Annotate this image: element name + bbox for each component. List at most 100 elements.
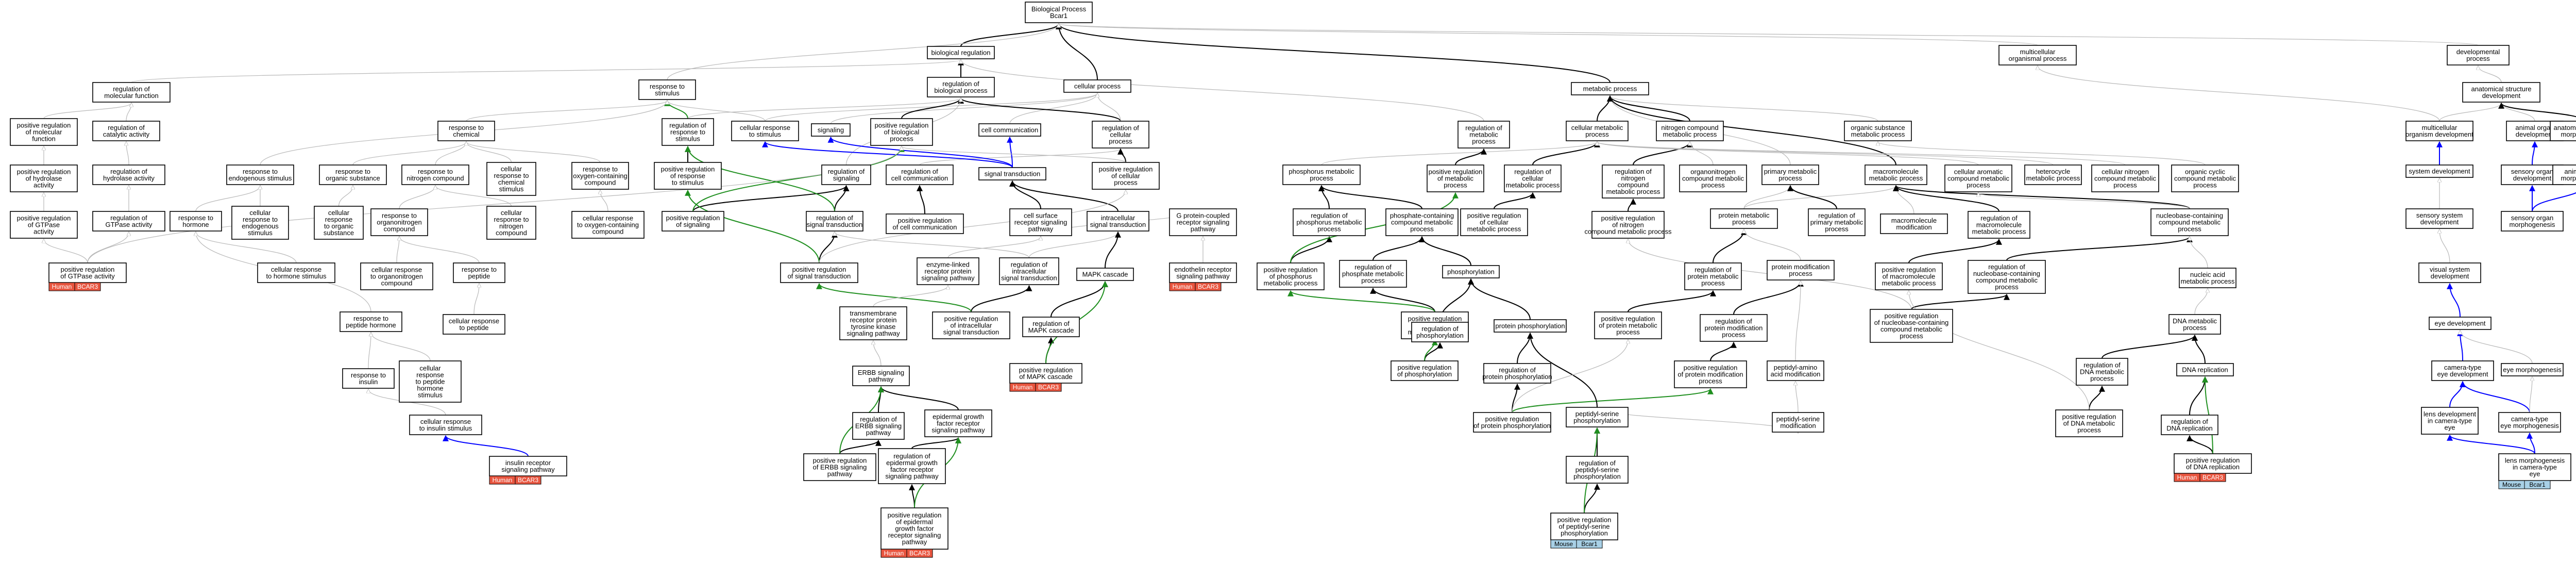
- go-term-protphos[interactable]: protein phosphorylation: [1494, 319, 1567, 333]
- go-term-eyemorph[interactable]: eye morphogenesis: [2501, 363, 2564, 376]
- go-term-metab[interactable]: metabolic process: [1571, 82, 1649, 95]
- go-term-dnarep[interactable]: DNA replication: [2176, 363, 2234, 376]
- go-term-regpepsphos[interactable]: regulation ofpeptidyl-serinephosphorylat…: [1566, 456, 1629, 484]
- go-term-cellcomm[interactable]: cell communication: [978, 123, 1041, 137]
- go-term-phosphorylation[interactable]: phosphorylation: [1442, 265, 1500, 278]
- go-term-sigtrans[interactable]: signal transduction: [978, 167, 1046, 180]
- go-term-regnucleo[interactable]: regulation ofnucleobase-containingcompou…: [1968, 260, 2046, 294]
- go-term-bioreg[interactable]: biological regulation: [927, 46, 995, 59]
- go-term-eyedev[interactable]: eye development: [2429, 317, 2492, 330]
- go-term-mapk[interactable]: MAPK cascade: [1076, 268, 1134, 281]
- go-term-sysdev[interactable]: system development: [2405, 164, 2473, 178]
